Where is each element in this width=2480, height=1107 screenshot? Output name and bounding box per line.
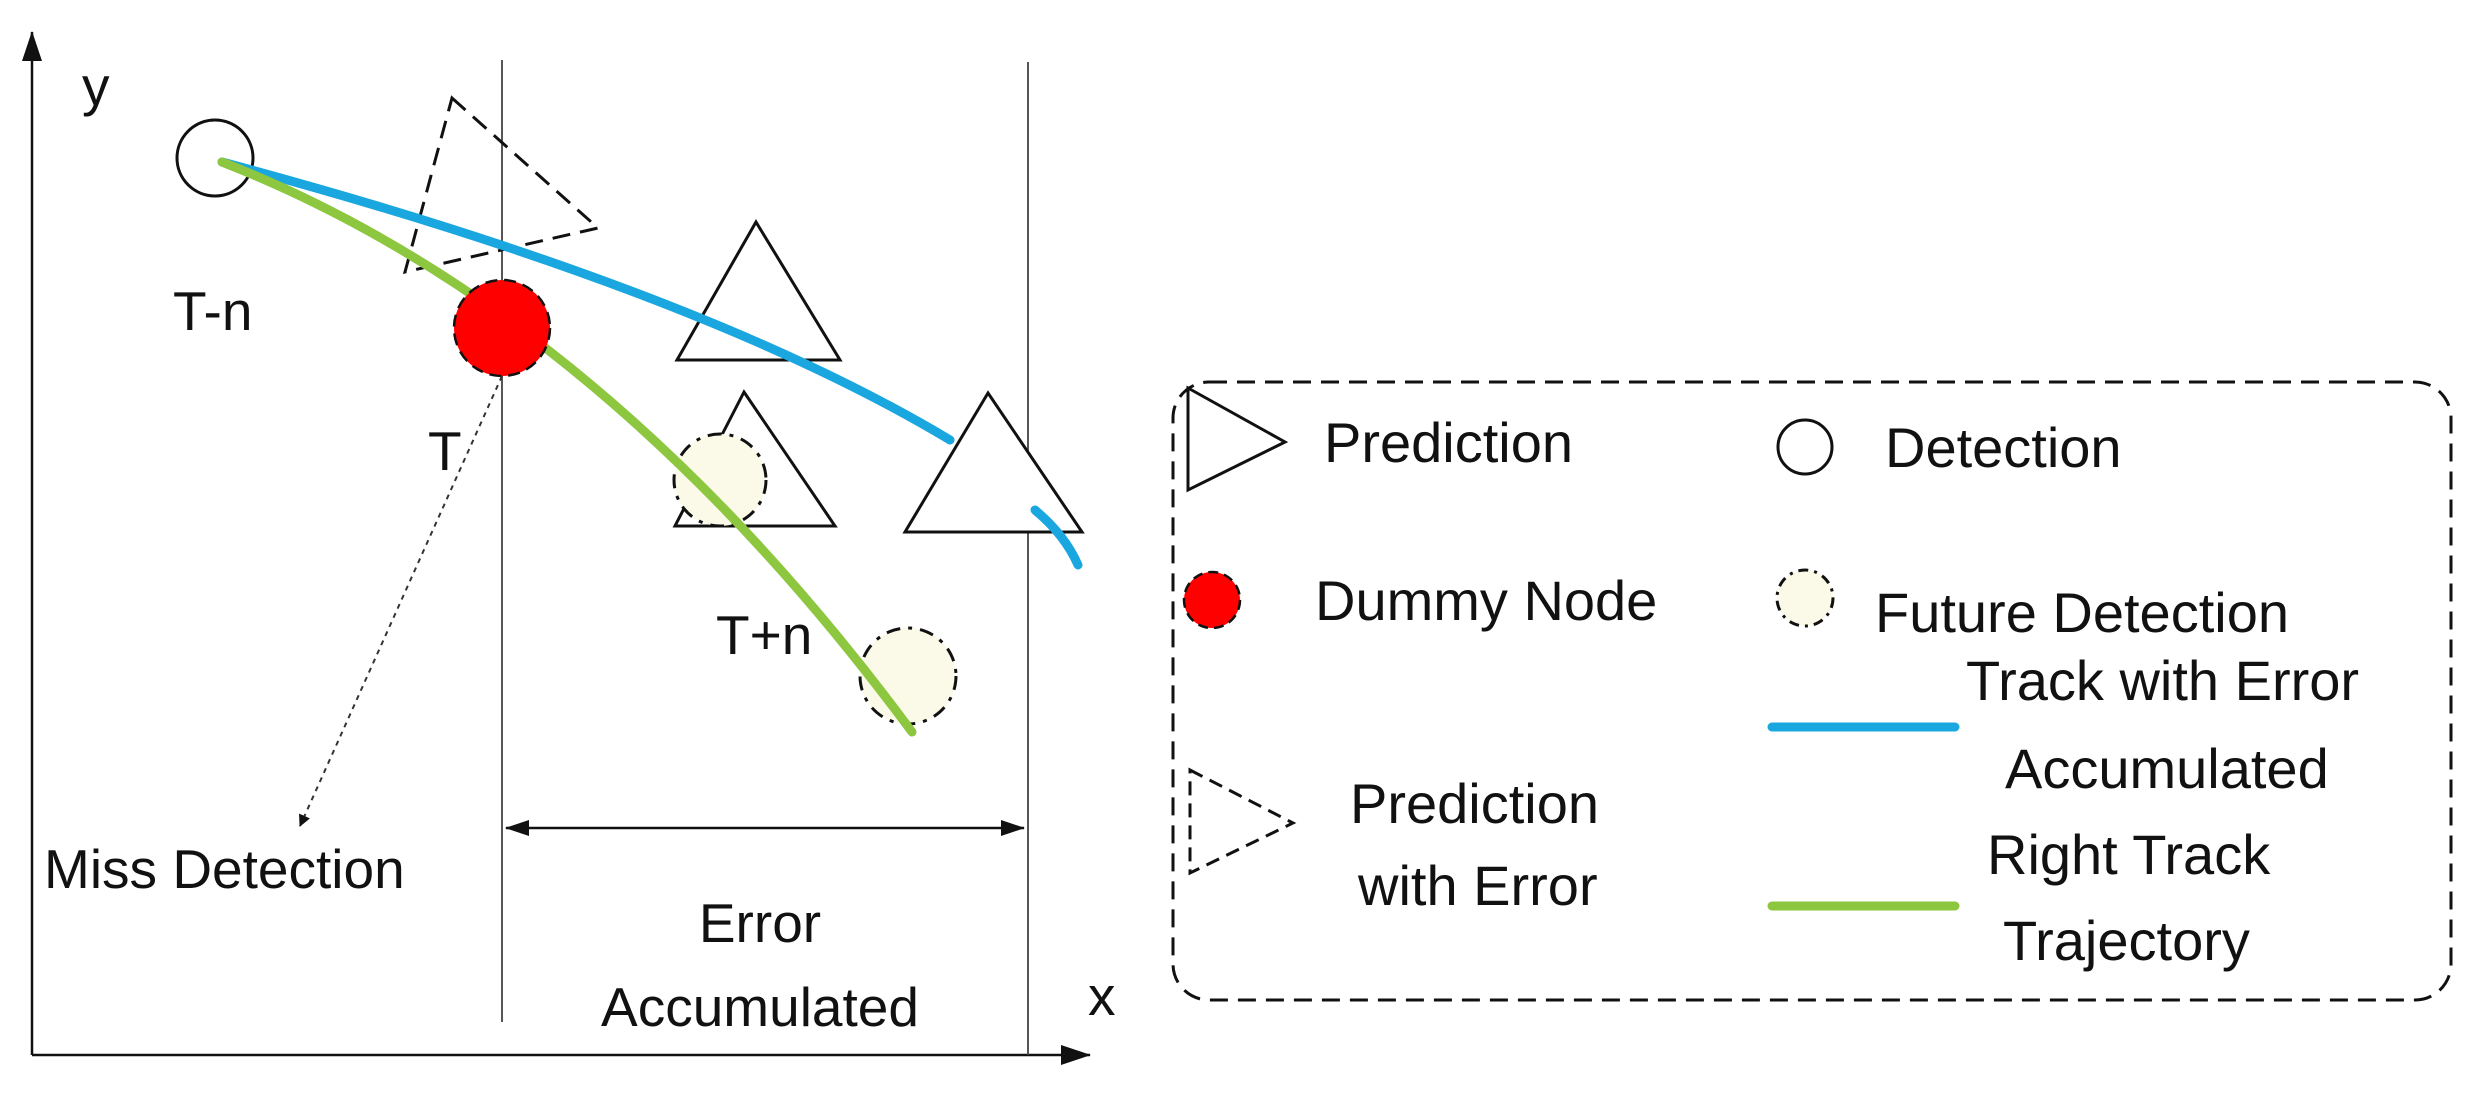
legend-prediction-error-label-1: Prediction (1350, 772, 1599, 835)
legend-box (1171, 380, 2453, 1002)
legend-prediction-label: Prediction (1324, 411, 1573, 474)
right-track-curve (217, 157, 917, 737)
legend-dummy-node-label: Dummy Node (1315, 569, 1657, 632)
label-error-accumulated-2: Accumulated (601, 976, 919, 1038)
y-axis-label: y (82, 55, 110, 117)
dummy-node (452, 278, 552, 378)
legend-track-error-label-2: Accumulated (2005, 737, 2329, 800)
legend-track-error-label-1: Track with Error (1966, 649, 2359, 712)
legend-right-track-label-1: Right Track (1987, 823, 2271, 886)
future-detection-circle-1 (672, 432, 768, 528)
legend-detection-icon (1776, 418, 1834, 476)
track-with-error-tail (1030, 505, 1083, 570)
legend-future-detection-icon (1775, 568, 1835, 628)
label-error-accumulated-1: Error (699, 892, 821, 954)
label-t-plus-n: T+n (716, 604, 812, 666)
legend-detection-label: Detection (1885, 416, 2122, 479)
legend-prediction-error-label-2: with Error (1357, 854, 1598, 917)
legend-future-detection-label: Future Detection (1875, 581, 2289, 644)
legend-prediction-icon (1186, 385, 1289, 493)
x-axis-label: x (1088, 965, 1116, 1027)
miss-detection-arrow (299, 375, 503, 827)
track-with-error-curve (217, 157, 955, 445)
prediction-triangle-2 (902, 390, 1085, 534)
label-t: T (428, 420, 462, 482)
prediction-with-error-triangle (402, 95, 602, 275)
legend-right-track-label-2: Trajectory (2003, 909, 2250, 972)
legend-prediction-error-icon (1188, 767, 1297, 876)
legend-dummy-node-icon (1182, 570, 1242, 630)
label-t-minus-n: T-n (173, 280, 252, 342)
detection-circle (175, 118, 255, 198)
label-miss-detection: Miss Detection (44, 838, 405, 900)
